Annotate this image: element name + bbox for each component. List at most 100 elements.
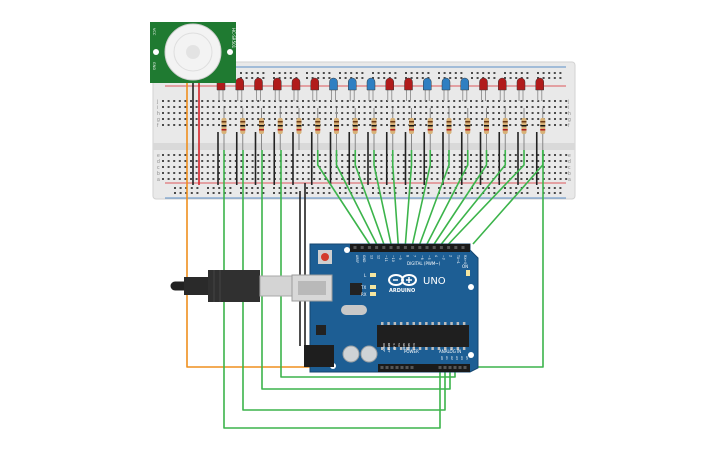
reset-button-cap[interactable] [321,253,329,261]
header-hole[interactable] [385,366,389,369]
led-blue[interactable] [348,77,357,91]
breadboard-hole [184,124,187,126]
usb-cable[interactable] [170,270,293,302]
led-blue[interactable] [423,77,432,91]
header-hole[interactable] [380,366,384,369]
wire-led-signal[interactable] [433,150,488,245]
header-hole[interactable] [367,246,371,249]
breadboard-hole [397,178,400,180]
header-hole[interactable] [453,366,457,369]
led-red[interactable] [235,77,244,91]
rail-hole [383,192,386,194]
pir-mount-hole-right [227,49,233,55]
breadboard-hole [290,160,293,162]
rail-hole [278,77,281,79]
led-red[interactable] [310,77,319,91]
breadboard-hole [531,106,534,108]
header-hole[interactable] [439,246,443,249]
wire-led-signal[interactable] [373,150,392,245]
led-red[interactable] [498,77,507,91]
header-hole[interactable] [448,366,452,369]
wire-led-signal[interactable] [411,150,432,245]
breadboard-hole [498,100,500,102]
header-hole[interactable] [443,366,447,369]
header-hole[interactable] [463,366,467,369]
wire-analog[interactable] [261,150,451,390]
breadboard-hole [402,100,405,102]
header-hole[interactable] [438,366,442,369]
header-hole[interactable] [396,246,400,249]
header-hole[interactable] [410,366,414,369]
header-hole[interactable] [432,246,436,249]
header-hole[interactable] [454,246,458,249]
header-hole[interactable] [389,246,393,249]
rail-hole [427,192,430,194]
header-hole[interactable] [390,366,394,369]
breadboard-hole [274,112,276,114]
breadboard-hole [201,172,204,174]
led-red[interactable] [254,77,263,91]
wire-led-signal[interactable] [391,150,399,245]
breadboard-hole [206,112,209,114]
breadboard-hole [229,118,232,120]
led-blue[interactable] [329,77,338,91]
breadboard-hole [559,118,562,120]
wire-led-signal[interactable] [316,150,371,245]
rail-hole [350,72,353,74]
breadboard-hole [324,124,327,126]
breadboard-hole [296,112,299,114]
header-hole[interactable] [403,246,407,249]
rail-hole [256,187,259,189]
row-letter: h [157,111,160,117]
header-hole[interactable] [375,246,379,249]
breadboard-hole [509,100,512,102]
breadboard-hole [526,118,528,120]
crystal [341,305,367,315]
header-hole[interactable] [353,246,357,249]
header-hole[interactable] [425,246,429,249]
wire-analog-right[interactable] [470,150,544,368]
header-hole[interactable] [461,246,465,249]
led-red[interactable] [273,77,282,91]
breadboard-hole [386,100,388,102]
wire-led-signal[interactable] [448,150,525,245]
wire-led-signal[interactable] [335,150,378,245]
breadboard-hole [279,106,282,108]
led-red[interactable] [479,77,488,91]
rail-hole [245,72,248,74]
breadboard-hole [447,100,450,102]
header-hole[interactable] [400,366,404,369]
header-hole[interactable] [447,246,451,249]
breadboard-hole [290,106,293,108]
wire-led-signal[interactable] [404,150,413,245]
header-hole[interactable] [395,366,399,369]
breadboard-hole [234,166,237,168]
header-hole[interactable] [382,246,386,249]
header-hole[interactable] [411,246,415,249]
led-red[interactable] [535,77,544,91]
led-blue[interactable] [460,77,469,91]
header-hole[interactable] [405,366,409,369]
header-hole[interactable] [418,246,422,249]
resistor-band [390,121,396,123]
power-pin-label: 5V [397,343,401,348]
wire-led-signal[interactable] [440,150,507,245]
led-red[interactable] [404,77,413,91]
header-hole[interactable] [458,366,462,369]
chip-pin [437,347,441,350]
breadboard-hole [565,166,568,168]
led-blue[interactable] [366,77,376,91]
pir-sensor[interactable]: HC-SR501 VCC GND [150,22,236,83]
wire-led-signal[interactable] [419,150,450,245]
wire-analog[interactable] [280,150,456,378]
header-hole[interactable] [360,246,364,249]
breadboard-hole [240,106,243,108]
wire-led-signal[interactable] [426,150,469,245]
breadboard-hole [206,100,209,102]
led-red[interactable] [291,77,301,91]
led-red[interactable] [516,77,526,91]
led-blue[interactable] [441,77,451,91]
led-red[interactable] [385,77,394,91]
wire-led-signal[interactable] [354,150,385,245]
